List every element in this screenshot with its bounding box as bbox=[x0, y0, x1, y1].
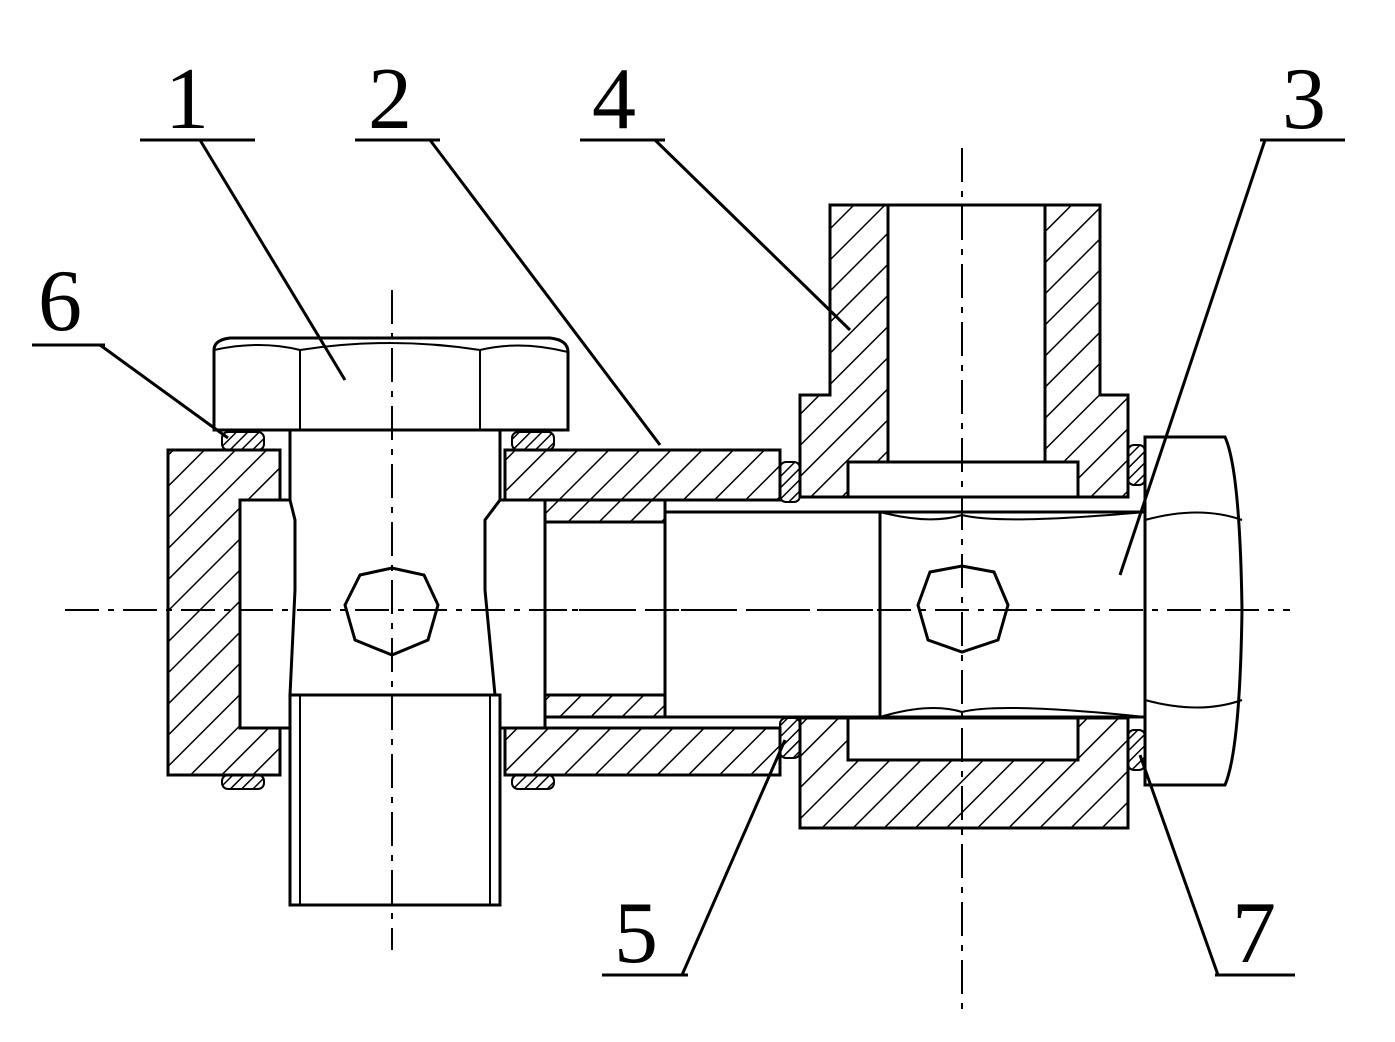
label-part-5: 5 bbox=[614, 885, 658, 982]
label-part-7: 7 bbox=[1232, 885, 1276, 982]
label-part-3: 3 bbox=[1282, 51, 1326, 148]
label-part-6: 6 bbox=[38, 253, 82, 350]
label-part-4: 4 bbox=[592, 51, 636, 148]
label-part-1: 1 bbox=[165, 51, 209, 148]
connecting-tube bbox=[545, 512, 880, 717]
label-part-2: 2 bbox=[368, 51, 412, 148]
